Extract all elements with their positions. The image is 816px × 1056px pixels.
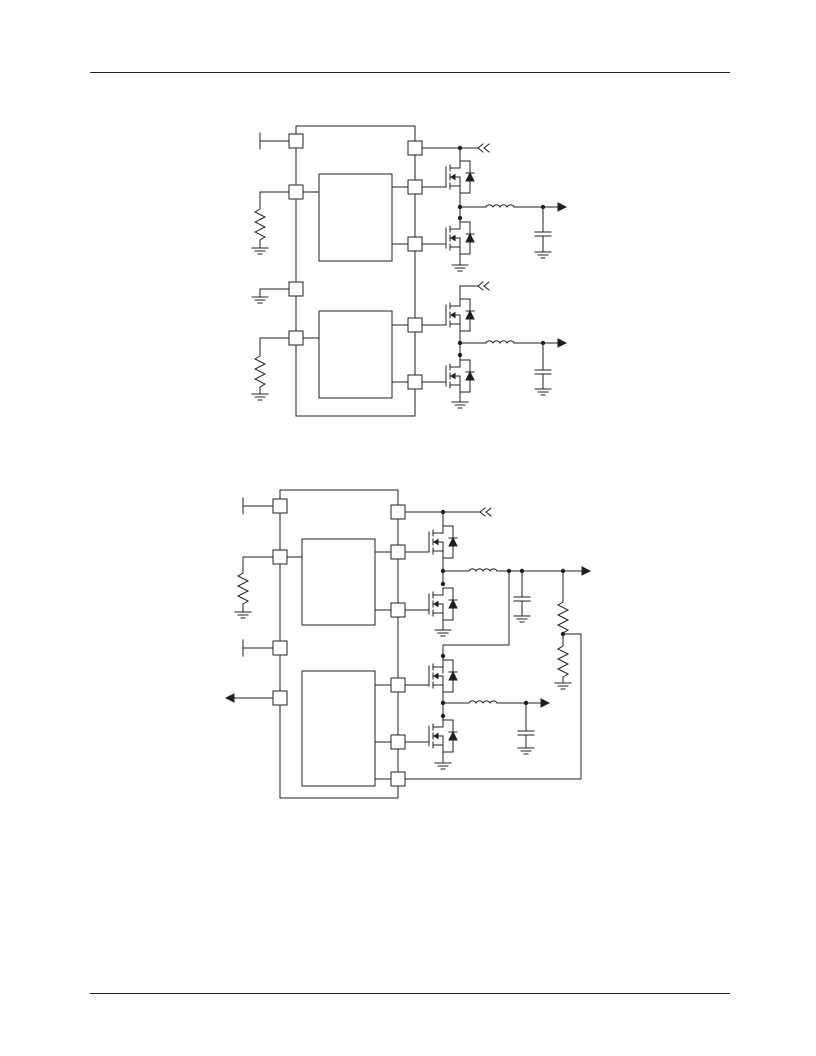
fig2-pin-hg-1 <box>391 545 405 559</box>
fig2-ground-2 <box>513 615 531 623</box>
fig2-ground-3 <box>434 629 452 637</box>
fig2-pin-boot <box>391 505 405 519</box>
fig2-resistor-rt <box>237 568 249 608</box>
fig2-capacitor-1 <box>513 596 531 602</box>
fig2-inductor-2 <box>468 700 498 704</box>
controller-block-2 <box>319 311 392 398</box>
fig2-low-side-mosfet-2 <box>428 719 458 753</box>
fig2-tie-wire <box>443 571 509 660</box>
fig2-ground-5 <box>517 747 535 755</box>
fig2-node-ls-1 <box>440 581 446 587</box>
bottom-rule <box>90 993 730 994</box>
fig2-pin-out <box>273 691 287 705</box>
fig2-vin-arrow <box>480 508 491 516</box>
fig2-controller-block-1 <box>302 539 375 625</box>
vin-arrow-1 <box>478 144 489 152</box>
fig2-low-side-mosfet-1 <box>428 587 458 621</box>
vout-arrow-2 <box>558 339 566 347</box>
vout-arrow-1 <box>558 203 566 211</box>
fig2-ground-4 <box>554 682 572 690</box>
fig2-vout2-arrow <box>541 699 549 707</box>
fig2-resistor-div-top <box>557 597 569 637</box>
fig2-rt-wire <box>243 557 273 569</box>
fig2-ground-1 <box>234 611 252 619</box>
fig2-pin-lg-1 <box>391 603 405 617</box>
gnd-wire-2 <box>260 289 289 297</box>
node-ls-2 <box>457 352 463 358</box>
fig2-top-loop <box>280 490 398 505</box>
fig2-controller-block-2 <box>302 671 375 786</box>
fig2-inductor-1 <box>468 568 498 572</box>
fig2-pin-hg-2 <box>391 678 405 692</box>
top-rule <box>90 72 730 73</box>
node-ls-1 <box>457 215 463 221</box>
fig2-fb-wire <box>405 634 581 779</box>
controller-block-1 <box>319 174 392 261</box>
fig2-pin-lg-2 <box>391 735 405 749</box>
fig2-node-ls-2 <box>440 713 446 719</box>
fig2-pin-vin <box>273 499 287 513</box>
fig2-high-side-mosfet-2 <box>428 659 458 693</box>
fig2-out-arrow <box>226 694 234 702</box>
fig2-vout-arrow <box>582 567 590 575</box>
fig2-high-side-mosfet-1 <box>428 525 458 559</box>
fig2-resistor-div-bottom <box>557 641 569 681</box>
fig2-bottom-loop <box>280 705 398 798</box>
bottom-loop-wire <box>296 345 415 416</box>
rt-wire-2 <box>260 338 289 352</box>
fig2-pin-fb <box>391 772 405 786</box>
fig2-ground-6 <box>434 762 452 770</box>
fig2-pin-vcc <box>273 641 287 655</box>
vin-arrow-2 <box>478 282 489 290</box>
rt-wire-1 <box>260 192 289 205</box>
fig2-node-vin-2 <box>440 653 446 659</box>
fig2-capacitor-2 <box>517 730 535 736</box>
fig2-pin-rt <box>273 550 287 564</box>
